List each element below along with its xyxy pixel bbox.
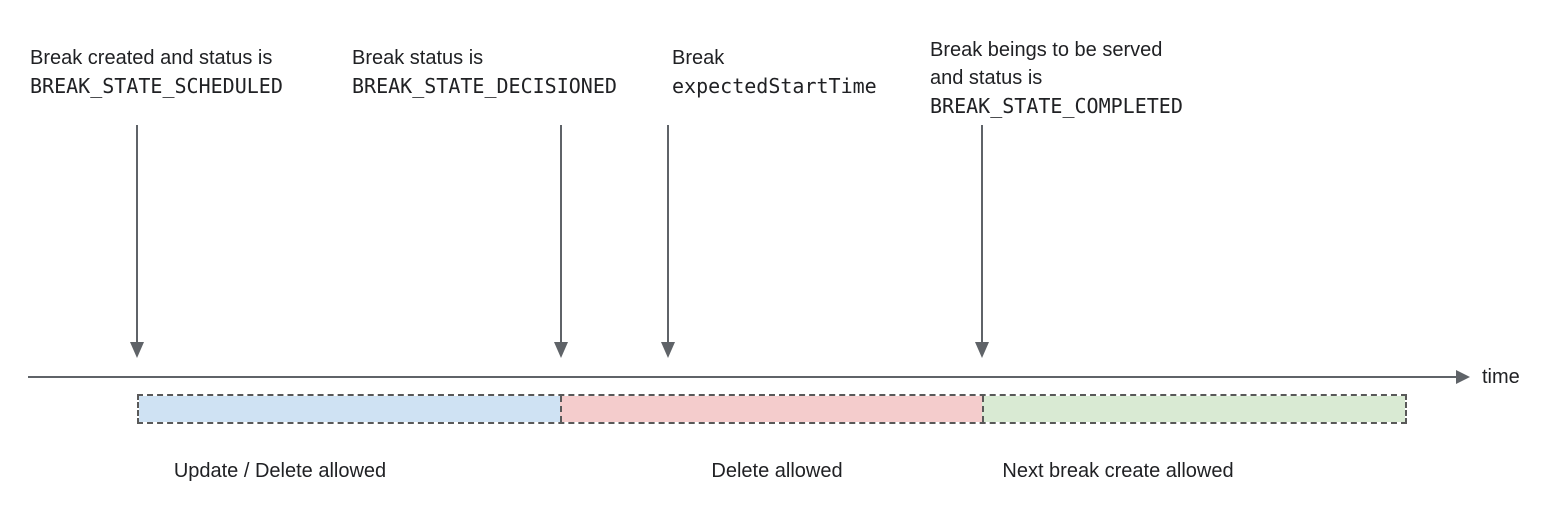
- segment-update-delete-allowed: [139, 396, 560, 422]
- annotation-break-completed: Break beings to be served and status is …: [930, 36, 1183, 120]
- annotation-arrow-decisioned: [554, 125, 568, 358]
- annotation-code-line: BREAK_STATE_SCHEDULED: [30, 74, 283, 98]
- annotation-break-scheduled: Break created and status is BREAK_STATE_…: [30, 44, 283, 100]
- annotation-text-line: Break beings to be served: [930, 39, 1163, 61]
- annotation-text-line: Break status is: [352, 47, 484, 69]
- annotation-text-line: Break created and status is: [30, 47, 273, 69]
- annotation-code-line: BREAK_STATE_DECISIONED: [352, 74, 617, 98]
- arrow-down-icon: [975, 342, 989, 358]
- arrow-down-icon: [130, 342, 144, 358]
- annotation-arrow-scheduled: [130, 125, 144, 358]
- annotation-text-line: Break: [672, 47, 725, 69]
- annotation-code-line: expectedStartTime: [672, 74, 877, 98]
- annotation-arrow-expected-start-time: [661, 125, 675, 358]
- annotation-text-line: and status is: [930, 67, 1043, 89]
- annotation-break-decisioned: Break status is BREAK_STATE_DECISIONED: [352, 44, 617, 100]
- annotation-code-line: BREAK_STATE_COMPLETED: [930, 94, 1183, 118]
- time-axis-label: time: [1482, 366, 1520, 388]
- timeline-axis-line: [28, 376, 1456, 378]
- annotation-expected-start-time: Break expectedStartTime: [672, 44, 877, 100]
- segment-delete-allowed: [560, 396, 982, 422]
- segment-label-delete: Delete allowed: [711, 460, 843, 482]
- segment-next-break-create-allowed: [982, 396, 1405, 422]
- timeline-segments: [137, 394, 1407, 424]
- arrow-down-icon: [661, 342, 675, 358]
- axis-arrow-right-icon: [1456, 370, 1470, 384]
- arrow-down-icon: [554, 342, 568, 358]
- segment-label-next-break: Next break create allowed: [1002, 460, 1234, 482]
- annotation-arrow-completed: [975, 125, 989, 358]
- segment-label-update-delete: Update / Delete allowed: [173, 460, 387, 482]
